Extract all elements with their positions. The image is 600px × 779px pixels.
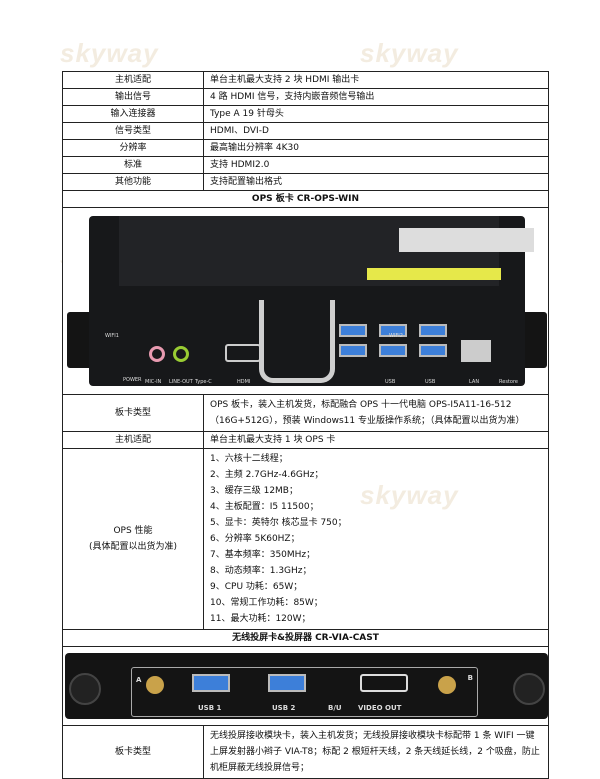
row-key: 信号类型 (62, 122, 204, 140)
row-value: HDMI、DVI-D (203, 122, 549, 140)
watermark: skyway (60, 38, 159, 68)
perf-item: 8、动态频率：1.3GHz； (210, 566, 312, 576)
cast-card-type: 无线投屏接收模块卡，装入主机发货；无线投屏接收模块卡标配带 1 条 WIFI 一… (203, 725, 549, 779)
ops-perf-list: 1、六核十二线程； 2、主频 2.7GHz-4.6GHz； 3、缓存三级 12MB；… (203, 448, 549, 630)
cast-card-photo: A B USB 1 USB 2 B/U VIDEO OUT (63, 647, 548, 725)
row-key: 输出信号 (62, 88, 204, 106)
handle (259, 300, 335, 383)
row-value: Type A 19 针母头 (203, 105, 549, 123)
row-key: 标准 (62, 156, 204, 174)
row-value: 支持 HDMI2.0 (203, 156, 549, 174)
perf-item: 2、主频 2.7GHz-4.6GHz； (210, 470, 324, 480)
ops-card-type: OPS 板卡，装入主机发货，标配融合 OPS 十一代电脑 OPS-I5A11-1… (203, 394, 549, 432)
perf-item: 10、常规工作功耗：85W； (210, 598, 323, 608)
perf-item: 6、分辨率 5K60HZ； (210, 534, 300, 544)
row-key: 其他功能 (62, 173, 204, 191)
table-row: 分辨率最高输出分辨率 4K30 (62, 139, 549, 157)
section-title-cast: 无线投屏卡&投屏器 CR-VIA-CAST (62, 629, 549, 647)
ops-device-photo: WIFI1 WIFI2 POWER MIC-IN LINE-OUT Type-C… (63, 208, 548, 394)
table-row: 主机适配单台主机最大支持 2 块 HDMI 输出卡 (62, 71, 549, 89)
row-value: 支持配置输出格式 (203, 173, 549, 191)
section-title-ops: OPS 板卡 CR-OPS-WIN (62, 190, 549, 208)
row-value: 最高输出分辨率 4K30 (203, 139, 549, 157)
watermark: skyway (360, 38, 459, 68)
perf-item: 3、缓存三级 12MB； (210, 486, 298, 496)
row-key: 分辨率 (62, 139, 204, 157)
perf-item: 4、主板配置：I5 11500； (210, 502, 319, 512)
row-value: 4 路 HDMI 信号，支持内嵌音频信号输出 (203, 88, 549, 106)
perf-item: 9、CPU 功耗：65W； (210, 582, 303, 592)
perf-item: 5、显卡：英特尔 核芯显卡 750； (210, 518, 347, 528)
perf-item: 11、最大功耗：120W； (210, 614, 311, 624)
row-key: 输入连接器 (62, 105, 204, 123)
table-row: 其他功能支持配置输出格式 (62, 173, 549, 191)
table-row: 标准支持 HDMI2.0 (62, 156, 549, 174)
row-key: 主机适配 (62, 71, 204, 89)
row-value: 单台主机最大支持 2 块 HDMI 输出卡 (203, 71, 549, 89)
perf-item: 1、六核十二线程； (210, 454, 288, 464)
ops-perf-label: OPS 性能(具体配置以出货为准) (62, 448, 204, 630)
perf-item: 7、基本频率：350MHz； (210, 550, 316, 560)
